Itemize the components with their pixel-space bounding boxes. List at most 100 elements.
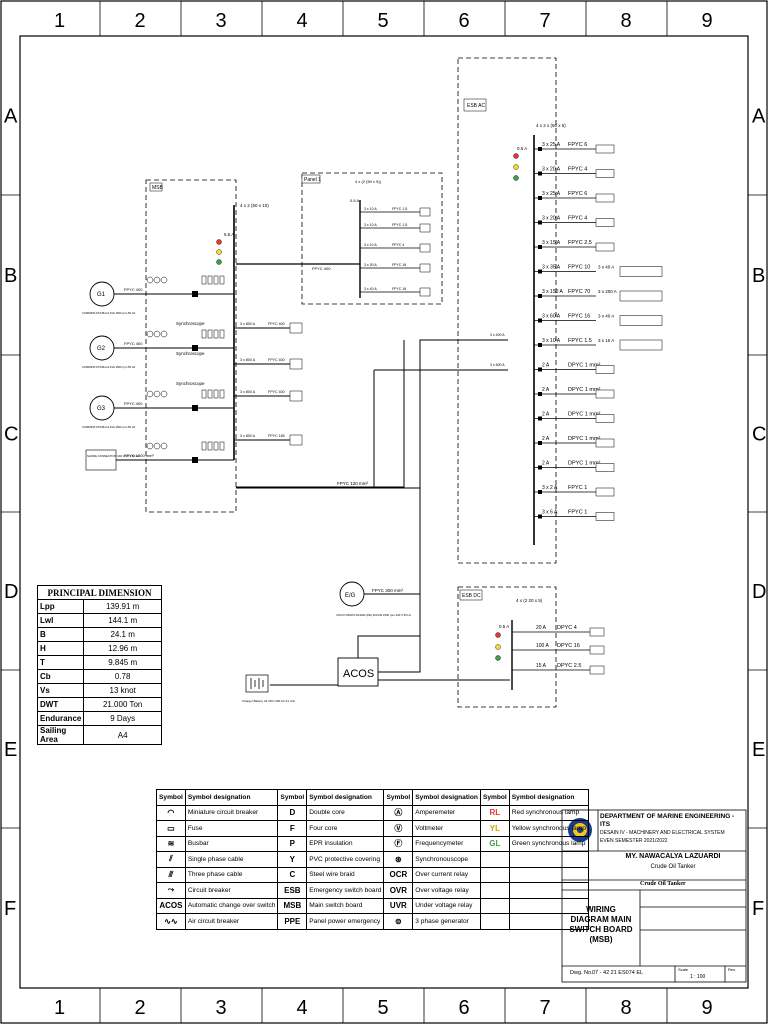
symbol-glyph (479, 866, 510, 883)
load-box (595, 144, 615, 154)
symbol-designation: Double core (306, 804, 385, 821)
esb-circuit-cable: FPYC 4 (568, 167, 587, 173)
load-box (289, 434, 303, 446)
column-label-bottom: 9 (702, 997, 713, 1019)
esb-circuit-cable: FPYC 70 (568, 289, 590, 295)
circuit-breaker-icon (538, 416, 542, 421)
msb-signal-lamps: 5.5 A (216, 232, 234, 265)
esb-circuit-cable: DPYC 1 mm² (568, 387, 601, 393)
symbol-designation (508, 882, 589, 899)
symbol-designation: Automatic change over switch (184, 897, 279, 914)
esb-circuit-cb: 3 x 35 A (542, 265, 561, 271)
synchroscope-label-3: Synchroscope (176, 381, 205, 386)
esb-dc-circuit-cb: 15 A (536, 663, 547, 669)
symbol-designation: Busbar (184, 835, 279, 852)
load-box (289, 358, 303, 370)
drawing-number-label: Dwg. No. (570, 970, 593, 976)
symbol-glyph: ◠ (156, 804, 186, 821)
symbol-header: Symbol (156, 789, 186, 806)
column-label-top: 9 (702, 10, 713, 32)
semester: EVEN SEMESTER 2021/2022 (600, 838, 668, 844)
dimension-value: A4 (83, 725, 162, 745)
esb-dc-busbar-label: 4 x (2 20 x 5) (516, 598, 543, 603)
green-lamp-icon (216, 259, 222, 265)
esb-circuit-cable: FPYC 10 (568, 265, 590, 271)
meter-icon (160, 330, 168, 338)
symbol-designation: Over current relay (412, 866, 481, 883)
panel-circuit-cb: 3 x 40 A (364, 287, 377, 291)
load-box (595, 242, 615, 252)
yellow-lamp-icon (216, 249, 222, 255)
symbol-glyph: ESB (277, 882, 308, 899)
esb-circuit-cable: DPYC 1 mm² (568, 461, 601, 467)
symbol-designation: Circuit breaker (184, 882, 279, 899)
yellow-lamp-icon (513, 164, 519, 170)
symbol-designation: Synchronouscope (412, 851, 481, 868)
load-box (619, 339, 663, 351)
load-box (419, 263, 431, 273)
emergency-generator-spec: VOLVO PENTA D13MG (PE) 400 kW 1500 rpm 4… (336, 613, 412, 617)
dimension-value: 139.91 m (83, 599, 162, 614)
dimension-key: B (36, 627, 85, 642)
column-label-bottom: 6 (459, 997, 470, 1019)
shore-cable: FPYC 1000 mm² (124, 453, 154, 458)
esb-lamp-rating: 0.5 A (517, 146, 527, 151)
load-box (595, 365, 615, 374)
symbol-glyph: ⊜ (383, 913, 414, 930)
symbol-glyph: MSB (277, 897, 308, 914)
msb-feeder-cb: 3 x 800 A (240, 390, 256, 394)
symbol-designation: Single phase cable (184, 851, 279, 868)
dimension-key: T (36, 655, 85, 670)
load-box (289, 322, 303, 334)
esb-dc-label: ESB DC (462, 593, 481, 599)
circuit-breaker-icon (538, 220, 542, 225)
esb-circuit-cable: DPYC 1 mm² (568, 363, 601, 369)
symbol-glyph: OCR (383, 866, 414, 883)
battery-charger-box (245, 674, 269, 693)
esb-circuit-cable: DPYC 1 mm² (568, 412, 601, 418)
panel1-label: Panel 1 (304, 177, 321, 183)
symbol-glyph: ACOS (156, 897, 186, 914)
circuit-breaker-icon (538, 171, 542, 176)
circuit-breaker-icon (538, 245, 542, 249)
load-box (595, 218, 615, 227)
meter-icon (153, 442, 161, 450)
esb-circuit-cb: 3 x 25 A (542, 191, 561, 197)
relay-icon (201, 329, 207, 339)
battery-icon (250, 678, 264, 689)
symbol-designation: Frequencymeter (412, 835, 481, 852)
esb-dc-lamp-rating: 0.5 A (499, 624, 509, 629)
interconnection-cb-1: 3 x 400 A (490, 333, 505, 337)
row-label-right: F (752, 898, 764, 920)
symbol-designation: Main switch board (306, 897, 385, 914)
interconnection-cb-2: 3 x 600 A (490, 363, 505, 367)
relay-icon (201, 275, 207, 285)
circuit-breaker-icon (192, 291, 198, 297)
load-box (595, 487, 615, 497)
course-name: DESAIN IV - MACHINERY AND ELECTRICAL SYS… (600, 830, 725, 836)
esb-circuit-cable: FPYC 16 (568, 314, 590, 320)
g3-spec: CUMMINS KTA38-G4 kVA 1500 rpm 50 Hz (82, 425, 136, 429)
symbol-designation: Under voltage relay (412, 897, 481, 914)
load-box (595, 193, 615, 203)
esb-circuit-cb: 2 A (542, 461, 550, 467)
panel1-feeder-cable: FPYC 400 (312, 266, 331, 271)
row-label-left: E (4, 739, 17, 761)
symbol-glyph (479, 913, 510, 930)
meter-icon (146, 276, 154, 284)
column-label-top: 8 (621, 10, 632, 32)
dimension-key: Cb (36, 669, 85, 684)
relay-icon (207, 329, 213, 339)
esb-circuit-cable: FPYC 1 (568, 510, 587, 516)
meter-icon (153, 390, 161, 398)
